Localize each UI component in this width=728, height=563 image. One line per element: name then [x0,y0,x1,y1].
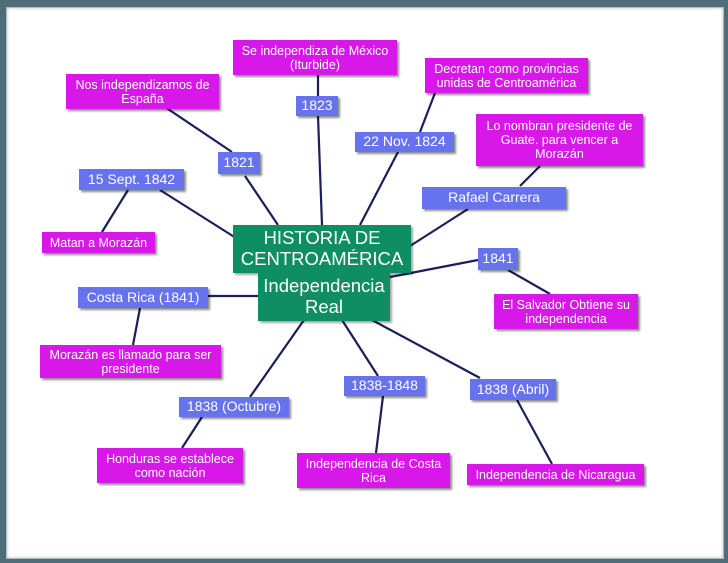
link-abril-nicaragua [516,399,553,465]
event-node-honduras[interactable]: Honduras se establece como nación [97,448,243,483]
date-node-1838-octubre[interactable]: 1838 (Octubre) [179,397,289,417]
date-node-22nov1824[interactable]: 22 Nov. 1824 [355,132,454,152]
date-node-1823[interactable]: 1823 [296,96,338,116]
link-center-1823 [316,115,324,226]
link-carrera-event [519,165,541,187]
event-node-carrera[interactable]: Lo nombran presidente de Guate. para ven… [476,114,643,166]
event-node-espana[interactable]: Nos independizamos de España [66,74,219,109]
event-node-salvador[interactable]: El Salvador Obtiene su independencia [494,294,638,329]
date-node-15sept1842[interactable]: 15 Sept. 1842 [79,169,184,190]
link-1841-salvador [507,269,551,295]
link-center-15sept [159,189,237,239]
date-node-1838-abril[interactable]: 1838 (Abril) [470,379,556,400]
link-center-abril [371,319,481,379]
date-node-1821[interactable]: 1821 [218,152,260,174]
central-subtitle-node[interactable]: Independencia Real [258,273,390,321]
link-center-1841 [389,258,479,279]
event-node-mexico[interactable]: Se independiza de México (Iturbide) [233,40,397,75]
link-octubre-honduras [181,416,203,449]
link-18381848-costarica [374,395,385,454]
link-center-1821 [244,175,279,226]
link-center-18381848 [341,319,379,377]
event-node-costa-rica[interactable]: Independencia de Costa Rica [297,453,450,488]
link-costarica-morazan [131,307,142,346]
event-node-provincias[interactable]: Decretan como provincias unidas de Centr… [425,58,588,93]
link-15sept-matan [101,189,129,233]
event-node-nicaragua[interactable]: Independencia de Nicaragua [467,464,644,485]
link-center-carrera [409,208,469,247]
link-center-octubre [249,319,305,398]
event-node-morazan-presidente[interactable]: Morazán es llamado para ser presidente [40,345,221,378]
central-title-node[interactable]: HISTORIA DE CENTROAMÉRICA [233,225,411,273]
date-node-rafael-carrera[interactable]: Rafael Carrera [422,187,566,209]
link-1824-provincias [418,92,437,133]
date-node-1841[interactable]: 1841 [478,248,518,270]
link-center-1824 [359,151,399,226]
date-node-costa-rica-1841[interactable]: Costa Rica (1841) [78,287,208,308]
link-1821-espana [164,106,233,153]
date-node-1838-1848[interactable]: 1838-1848 [344,376,425,396]
event-node-matan[interactable]: Matan a Morazán [42,232,155,253]
